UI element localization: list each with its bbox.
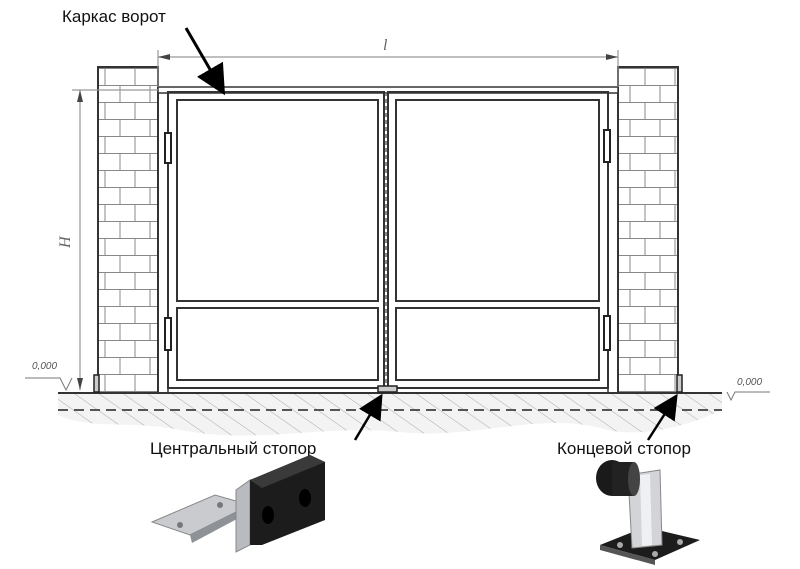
end-stop-image bbox=[596, 460, 700, 565]
central-stop-arrow bbox=[353, 393, 383, 441]
width-dimension bbox=[157, 50, 619, 87]
central-stop-label: Центральный стопор bbox=[150, 439, 316, 458]
central-stop-mark bbox=[377, 385, 398, 393]
width-label: l bbox=[383, 37, 388, 54]
gate-leaf-left bbox=[167, 91, 385, 389]
height-dimension bbox=[72, 89, 158, 390]
right-end-stop-mark bbox=[676, 374, 683, 393]
level-left: 0,000 bbox=[32, 361, 57, 372]
central-stop-image bbox=[150, 455, 325, 553]
level-right: 0,000 bbox=[737, 377, 762, 388]
end-stop-label: Концевой стопор bbox=[557, 439, 691, 458]
frame-arrow bbox=[184, 27, 226, 96]
left-end-stop-mark bbox=[93, 374, 100, 393]
ground bbox=[58, 392, 722, 436]
gate-leaf-right bbox=[387, 91, 609, 389]
hinges bbox=[164, 129, 611, 351]
height-label: H bbox=[57, 235, 74, 249]
right-pillar bbox=[617, 66, 679, 394]
left-pillar bbox=[97, 66, 159, 394]
end-stop-arrow bbox=[646, 393, 678, 441]
frame-label: Каркас ворот bbox=[62, 7, 166, 26]
